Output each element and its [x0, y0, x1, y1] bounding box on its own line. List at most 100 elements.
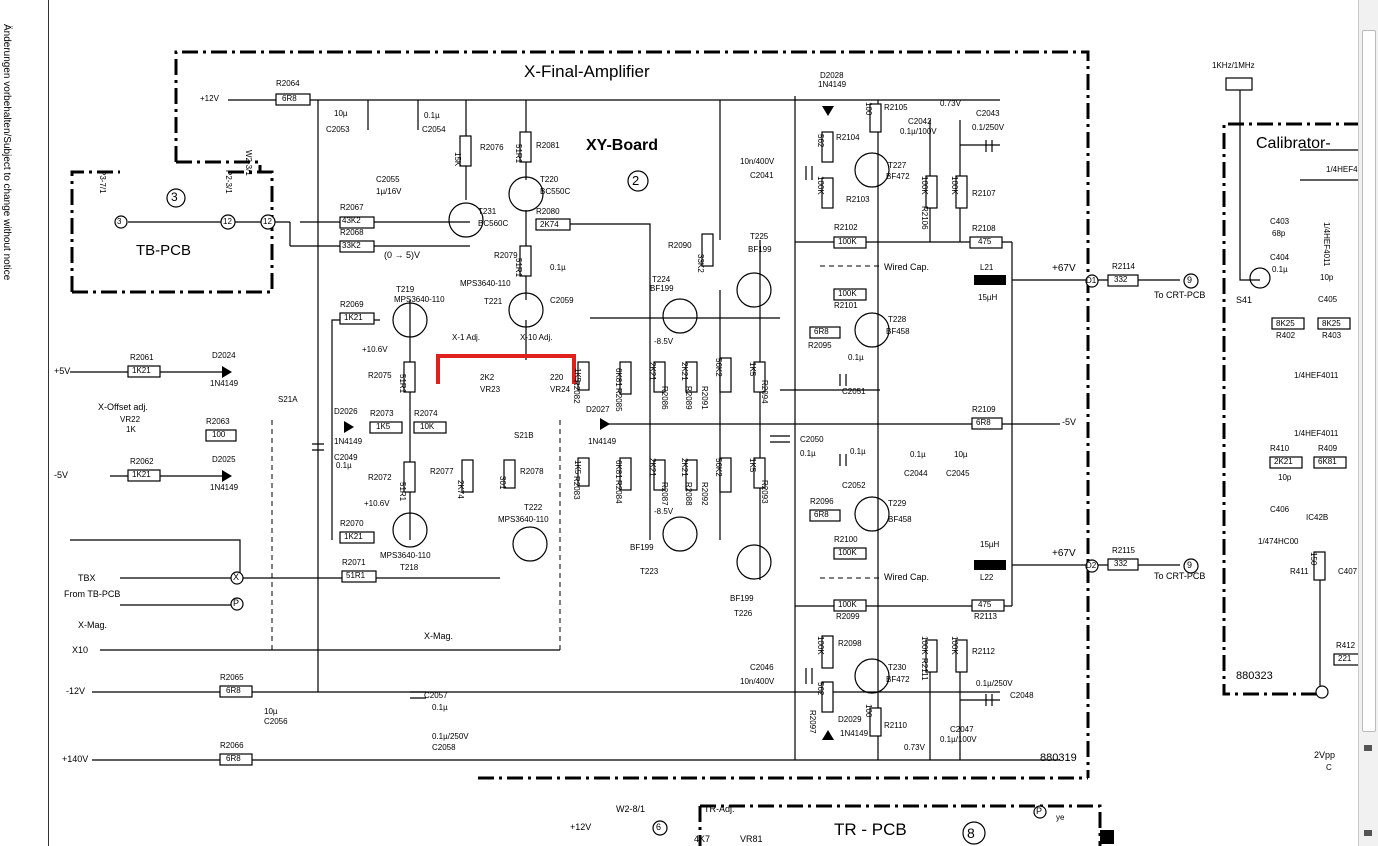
resistor-box: [403, 361, 416, 393]
rails-minus12-label: -12V: [66, 686, 86, 696]
component-label-t218: T218: [400, 563, 419, 572]
component-label-r2082: R2082: [572, 380, 581, 404]
component-label-c2057v: 0.1µ: [432, 703, 448, 712]
resistor-box: [1317, 317, 1351, 330]
resistor-box: [369, 421, 403, 434]
component-label-hef2: 1/4HEF4011: [1322, 222, 1331, 267]
transistor-t225: [736, 272, 772, 308]
component-label-r2112: R2112: [972, 647, 995, 656]
component-label-r2109: R2109: [972, 405, 996, 414]
component-label-t231t: BC560C: [478, 219, 509, 228]
resistor-box: [719, 457, 732, 493]
component-label-t230: T230: [888, 663, 907, 672]
resistor-box: [577, 361, 590, 391]
labels-wired1-label: Wired Cap.: [884, 262, 930, 272]
resistor-box: [971, 599, 1005, 612]
component-label-r2067v: 43K2: [342, 216, 361, 225]
rails-plus67a-label: +67V: [1052, 263, 1076, 274]
component-label-r2076: R2076: [480, 143, 504, 152]
component-label-r2097: R2097: [808, 710, 817, 734]
calibrator-title-label: Calibrator-: [1256, 135, 1331, 152]
labels-tbx-label: TBX: [78, 573, 96, 583]
board-border: [174, 50, 1090, 778]
transistor-t224: [662, 298, 698, 334]
tb_pcb-pin12b-label: 12: [263, 217, 272, 226]
calibrator-freq-label: 1KHz/1MHz: [1212, 61, 1255, 70]
resistor-box: [809, 509, 841, 522]
component-label-r2065: R2065: [220, 673, 244, 682]
component-label-hef4: 1/4HEF4011: [1294, 429, 1339, 438]
connector: [230, 571, 244, 585]
tb_pcb-label-label: TB-PCB: [136, 242, 192, 259]
component-label-r2077v: 2K74: [456, 480, 465, 499]
component-label-r2090v: 33K2: [696, 254, 705, 273]
component-label-c2056: C2056: [264, 717, 288, 726]
component-label-d2025: D2025: [212, 455, 236, 464]
resistor-box: [461, 459, 474, 493]
resistor-box: [1107, 558, 1139, 571]
scrollbar-thumb[interactable]: [1362, 30, 1376, 732]
component-label-c2054v: 0.1µ: [424, 111, 440, 120]
highlight-bracket: [436, 354, 576, 384]
calibrator-border: [1222, 122, 1360, 696]
calibrator-id-label: 880323: [1236, 670, 1273, 682]
component-label-r2096: R2096: [810, 497, 834, 506]
tbx-wires: [70, 539, 560, 651]
component-label-r410: R410: [1270, 444, 1290, 453]
component-label-r409: R409: [1318, 444, 1338, 453]
component-label-r2089v: 2K21: [680, 362, 689, 381]
component-label-t224t: BF199: [650, 284, 674, 293]
component-label-c2044: C2044: [904, 469, 928, 478]
component-label-r2066: R2066: [220, 741, 244, 750]
component-label-c2042: C2042: [908, 117, 932, 126]
component-label-r2080v: 2K74: [540, 220, 559, 229]
component-label-r2064: R2064: [276, 79, 300, 88]
connector: [1033, 805, 1047, 819]
resistor-box: [753, 361, 766, 393]
component-label-r2072: R2072: [368, 473, 392, 482]
board-title-label: X-Final-Amplifier: [524, 62, 650, 81]
connector: [260, 214, 276, 230]
component-label-r2093v: 1K5: [748, 458, 757, 473]
resistor-box: [653, 459, 666, 491]
resistor-box: [925, 639, 938, 673]
resistor-box: [205, 429, 237, 442]
tb-pcb-border: [70, 170, 274, 294]
connector: [114, 215, 128, 229]
resistor-box: [1269, 456, 1303, 469]
resistor-box: [519, 245, 532, 277]
component-label-r2110: R2110: [884, 721, 907, 730]
component-label-r2076v: 15K: [453, 152, 462, 167]
labels-p_conn-label: P: [233, 598, 240, 608]
component-label-c404v: 0.1µ: [1272, 265, 1288, 274]
component-label-r2109v: 6R8: [976, 418, 991, 427]
component-label-r2095: R2095: [808, 341, 832, 350]
resistor-box: [275, 93, 311, 106]
component-label-r2077: R2077: [430, 467, 454, 476]
component-label-vr24: VR24: [550, 385, 571, 394]
resistor-box: [219, 685, 253, 698]
component-label-t224: T224: [652, 275, 671, 284]
component-label-r2081v: 51R1: [514, 144, 523, 164]
rails-plus12-label: +12V: [200, 94, 219, 103]
component-label-r2068: R2068: [340, 228, 364, 237]
component-label-r2105v: 100: [864, 102, 873, 116]
component-label-r2079: R2079: [494, 251, 518, 260]
component-label-c2053v: 10µ: [334, 109, 348, 118]
component-label-d2028t: 1N4149: [818, 80, 847, 89]
component-label-ic42b: IC42B: [1306, 513, 1329, 522]
transistor-t230: [854, 658, 890, 694]
component-label-hef3: 1/4HEF4011: [1294, 371, 1339, 380]
component-label-c2048: C2048: [1010, 691, 1034, 700]
driver-wires: [590, 240, 880, 580]
labels-xmag-label: X-Mag.: [78, 620, 108, 630]
transistor-t223: [662, 516, 698, 552]
connector: [1085, 559, 1099, 573]
component-label-r2069v: 1K21: [344, 313, 363, 322]
component-label-c2043: C2043: [976, 109, 1000, 118]
component-label-t231: T231: [478, 207, 497, 216]
component-label-r2092: R2092: [700, 482, 709, 506]
component-label-r2071: R2071: [342, 558, 366, 567]
resistor-box: [821, 177, 834, 209]
resistor-box: [833, 288, 867, 301]
